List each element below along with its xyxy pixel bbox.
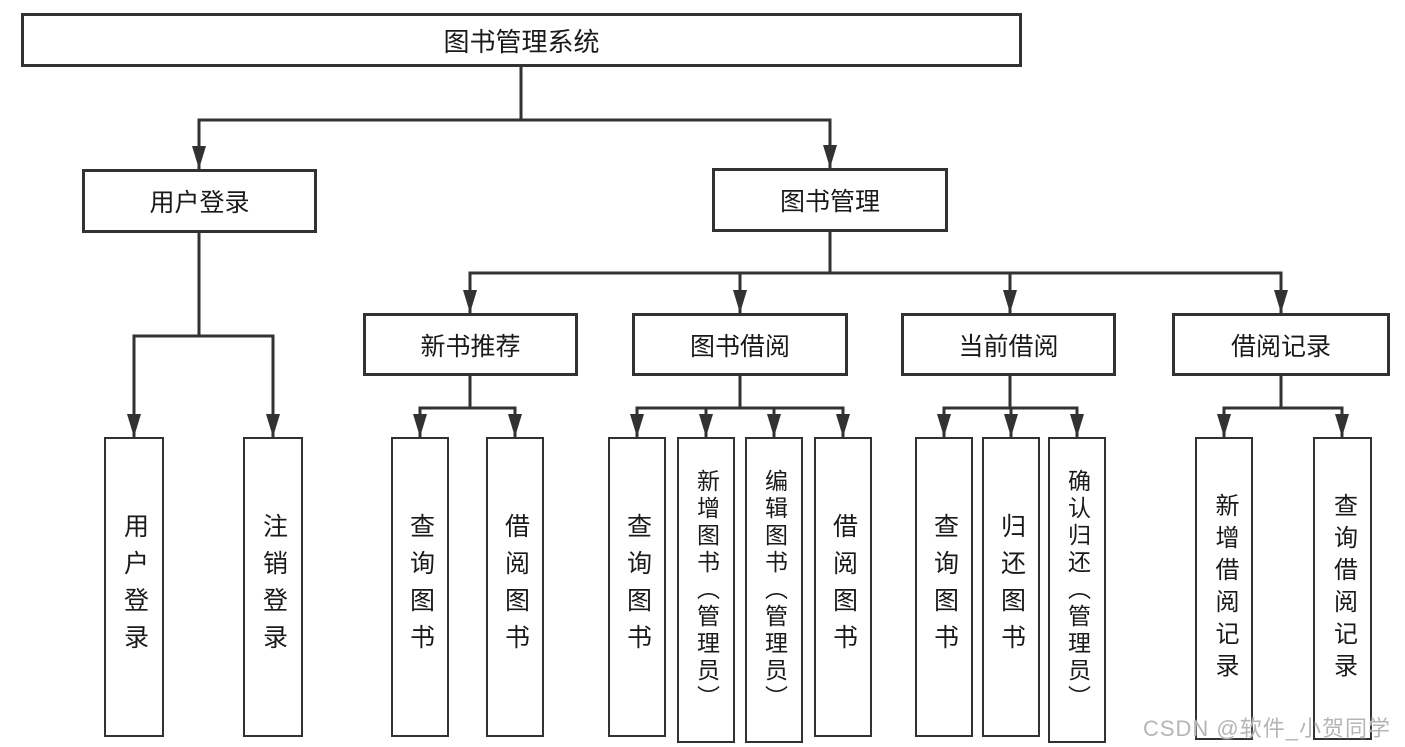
- node-leaf-logout: 注销登录: [243, 437, 303, 737]
- node-book-borrowing: 图书借阅: [632, 313, 848, 376]
- node-leaf-user-login: 用户登录: [104, 437, 164, 737]
- node-leaf-confirm-return-admin: 确认归还（管理员）: [1048, 437, 1106, 743]
- node-leaf-query-borrow-record: 查询借阅记录: [1313, 437, 1372, 740]
- node-leaf-edit-books-admin: 编辑图书（管理员）: [745, 437, 803, 743]
- node-leaf-borrow-books-2: 借阅图书: [814, 437, 872, 737]
- node-new-book-recommend: 新书推荐: [363, 313, 578, 376]
- node-book-management-system: 图书管理系统: [21, 13, 1022, 67]
- node-book-management: 图书管理: [712, 168, 948, 232]
- node-current-borrowing: 当前借阅: [901, 313, 1116, 376]
- node-leaf-query-books-1: 查询图书: [391, 437, 449, 737]
- connector-segments: [132, 65, 1344, 410]
- node-leaf-query-books-3: 查询图书: [915, 437, 973, 737]
- node-leaf-return-books: 归还图书: [982, 437, 1040, 737]
- node-borrowing-records: 借阅记录: [1172, 313, 1390, 376]
- node-leaf-add-borrow-record: 新增借阅记录: [1195, 437, 1253, 740]
- node-leaf-add-books-admin: 新增图书（管理员）: [677, 437, 735, 743]
- node-leaf-query-books-2: 查询图书: [608, 437, 666, 737]
- node-user-login: 用户登录: [82, 169, 317, 233]
- csdn-watermark: CSDN @软件_小贺同学: [1142, 716, 1391, 741]
- node-leaf-borrow-books-1: 借阅图书: [486, 437, 544, 737]
